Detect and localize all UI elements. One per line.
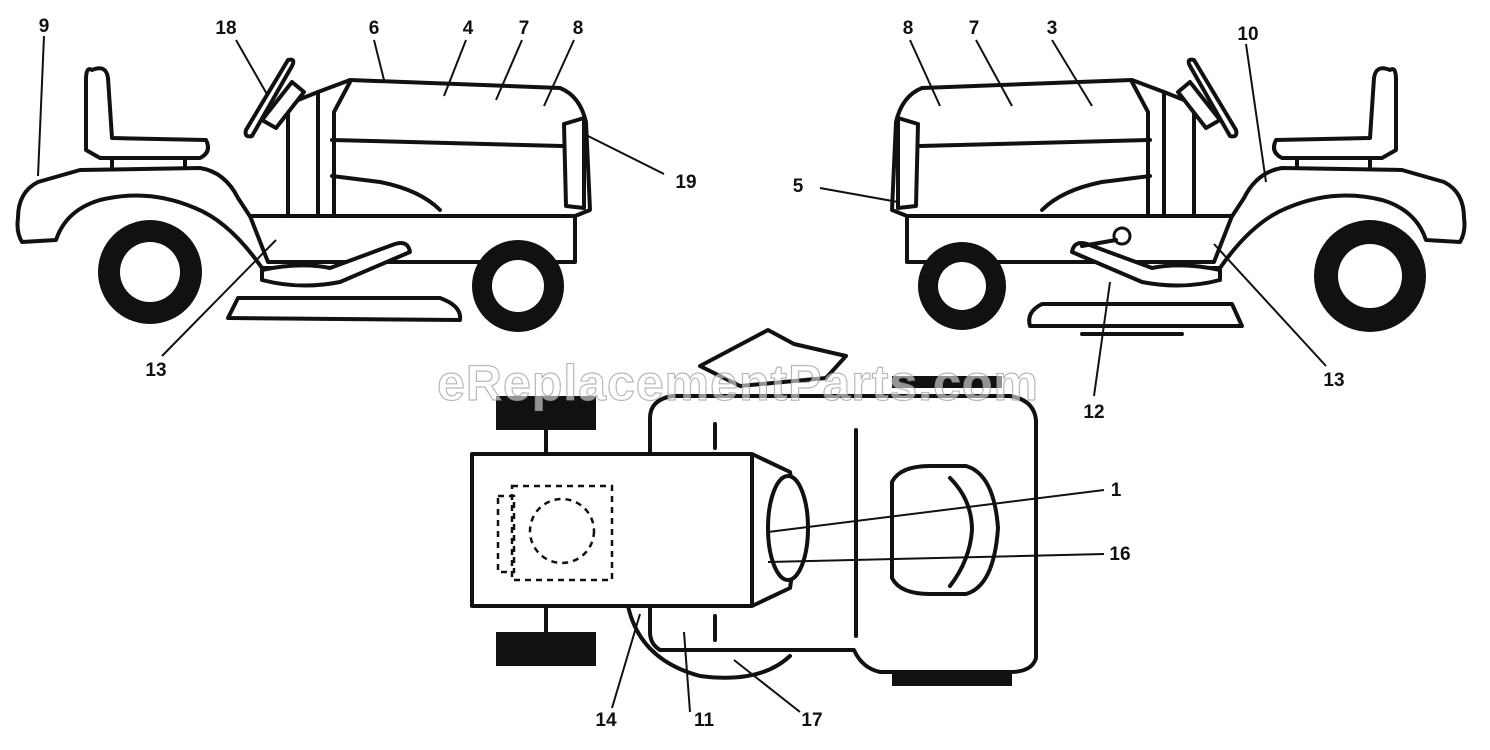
callout-6: 6 xyxy=(369,18,380,39)
callout-5: 5 xyxy=(793,176,804,197)
callout-16: 16 xyxy=(1109,544,1130,565)
callout-11: 11 xyxy=(694,710,715,731)
callout-13-right: 13 xyxy=(1323,370,1344,391)
callout-7-right: 7 xyxy=(969,18,980,39)
callout-18: 18 xyxy=(215,18,236,39)
callout-4: 4 xyxy=(463,18,474,39)
callout-8-left: 8 xyxy=(573,18,584,39)
callout-1: 1 xyxy=(1111,480,1122,501)
callout-3: 3 xyxy=(1047,18,1058,39)
callout-10: 10 xyxy=(1237,24,1258,45)
right-side-view-tractor xyxy=(890,57,1467,336)
callout-7-left: 7 xyxy=(519,18,530,39)
top-view-tractor xyxy=(470,328,1038,686)
leader-lines xyxy=(37,35,1327,713)
left-side-view-tractor xyxy=(15,57,592,332)
callout-9: 9 xyxy=(39,16,50,37)
callout-8-right: 8 xyxy=(903,18,914,39)
callout-19: 19 xyxy=(675,172,696,193)
callout-labels: 9 18 6 4 7 8 19 13 8 7 3 10 5 13 12 1 16… xyxy=(39,16,1345,731)
callout-17: 17 xyxy=(801,710,822,731)
watermark-text: eReplacementParts.com xyxy=(437,355,1039,411)
callout-13-left: 13 xyxy=(145,360,166,381)
callout-14: 14 xyxy=(595,710,617,731)
callout-12: 12 xyxy=(1083,402,1104,423)
